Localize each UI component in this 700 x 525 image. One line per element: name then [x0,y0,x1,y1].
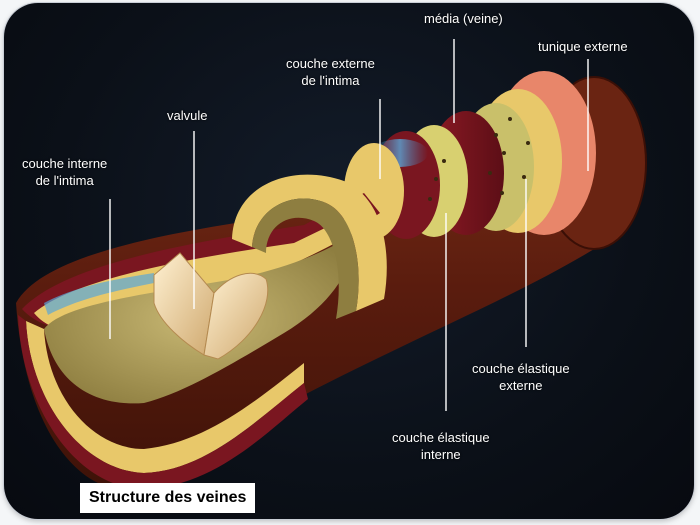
label-couche-interne-intima-line2: de l'intima [35,173,94,188]
valve-leaflet-right [203,272,269,360]
label-couche-externe-intima: couche externe de l'intima [286,55,375,89]
label-couche-externe-intima-line2: de l'intima [301,73,360,88]
label-media: média (veine) [424,10,503,27]
label-couche-interne-intima-line1: couche interne [22,156,108,171]
label-couche-elastique-externe-line2: externe [499,378,543,393]
trough-front-lip [26,321,304,473]
label-tunique-externe: tunique externe [538,38,628,55]
label-couche-elastique-interne-line1: couche élastique [392,430,490,445]
label-tunique-externe-text: tunique externe [538,39,628,54]
leader-lines [109,39,589,411]
arch-inner [252,198,359,319]
arch-outer [232,174,387,311]
label-couche-externe-intima-line1: couche externe [286,56,375,71]
trough-front-media [18,315,308,489]
label-couche-elastique-interne: couche élastique interne [392,429,490,463]
label-couche-elastique-interne-line2: interne [420,447,461,462]
figure-caption: Structure des veines [80,483,256,513]
label-valvule: valvule [167,107,207,124]
label-media-text: média (veine) [424,11,503,26]
label-couche-elastique-externe: couche élastique externe [472,360,570,394]
ring-texture [428,117,530,201]
label-valvule-text: valvule [167,108,208,123]
tube-blue-sheen [44,273,154,315]
label-couche-interne-intima: couche interne de l'intima [22,155,107,189]
label-couche-elastique-externe-line1: couche élastique [472,361,570,376]
vein-illustration [16,39,647,492]
diagram-panel: média (veine) tunique externe couche ext… [4,3,694,519]
